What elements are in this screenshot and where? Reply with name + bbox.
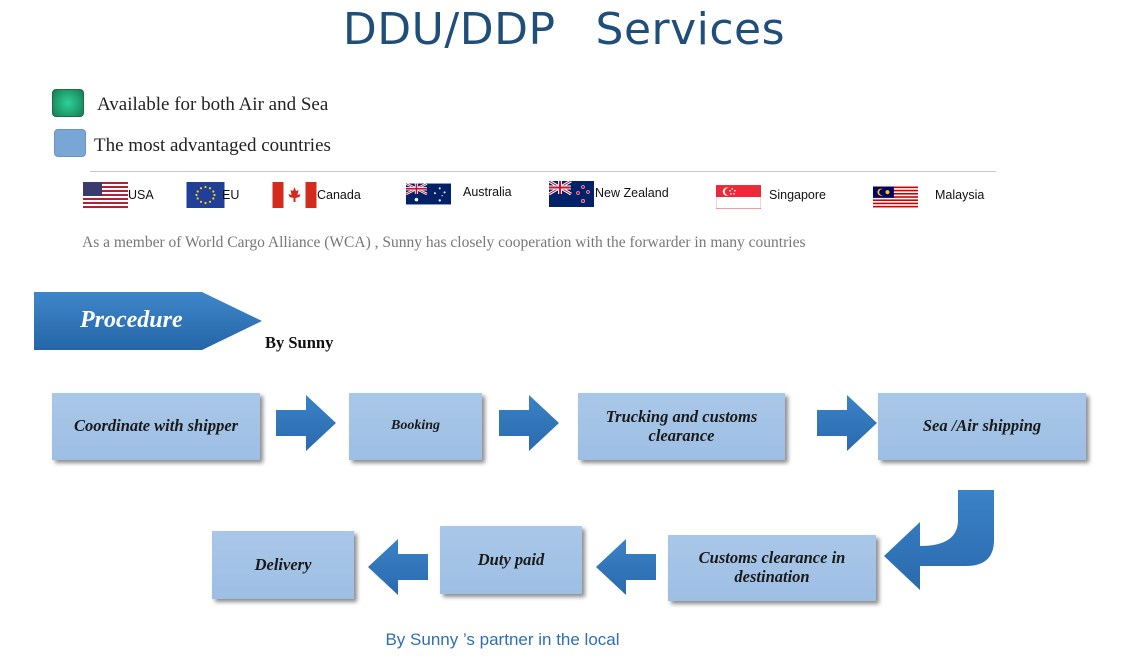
arrow-right-1: [276, 395, 336, 451]
country-label-new-zealand: New Zealand: [595, 186, 669, 200]
arrow-right-3: [817, 395, 877, 451]
step-customs-clearance-destination: Customs clearance in destination: [668, 535, 876, 601]
country-label-australia: Australia: [463, 185, 512, 199]
partner-footer: By Sunny ’s partner in the local: [385, 630, 620, 649]
malaysia-flag-icon: [873, 186, 918, 208]
step-label: Sea /Air shipping: [922, 416, 1042, 436]
country-label-malaysia: Malaysia: [935, 188, 985, 202]
step-label: Trucking and customs clearance: [605, 406, 758, 445]
legend-swatch-advantaged: [54, 129, 86, 157]
step-booking: Booking: [349, 393, 482, 460]
singapore-flag-icon: [716, 185, 761, 209]
legend-label-advantaged: The most advantaged countries: [94, 135, 331, 156]
title-part-ddu-ddp: DDU/DDP: [342, 4, 556, 55]
step-duty-paid: Duty paid: [440, 526, 582, 594]
title-part-services: Services: [595, 4, 786, 55]
legend-label-air-sea: Available for both Air and Sea: [97, 94, 329, 115]
page-title: DDU/DDP Services: [0, 4, 1128, 55]
step-trucking-customs: Trucking and customs clearance: [578, 393, 785, 460]
wca-note: As a member of World Cargo Alliance (WCA…: [82, 234, 806, 251]
country-label-eu: EU: [222, 188, 240, 202]
step-label: Duty paid: [477, 549, 545, 569]
country-label-singapore: Singapore: [769, 188, 826, 202]
procedure-banner: [34, 292, 262, 350]
step-label: Customs clearance in destination: [698, 548, 846, 586]
arrow-bent-down-left: [884, 490, 994, 590]
legend-swatch-air-sea: [52, 89, 84, 117]
australia-flag-icon: [406, 182, 451, 205]
usa-flag-icon: [83, 182, 128, 208]
step-delivery: Delivery: [212, 531, 354, 599]
step-sea-air-shipping: Sea /Air shipping: [878, 393, 1086, 460]
eu-flag-icon: [186, 182, 225, 208]
country-label-usa: USA: [128, 188, 154, 202]
step-label: Coordinate with shipper: [73, 416, 239, 436]
arrow-left-1: [596, 539, 656, 595]
arrow-left-2: [368, 539, 428, 595]
step-label: Booking: [390, 418, 440, 434]
procedure-label: Procedure: [80, 307, 183, 333]
step-coordinate-with-shipper: Coordinate with shipper: [52, 393, 260, 460]
arrow-right-2: [499, 395, 559, 451]
country-label-canada: Canada: [317, 188, 361, 202]
step-label: Delivery: [254, 554, 312, 574]
canada-flag-icon: [272, 182, 317, 208]
new-zealand-flag-icon: [549, 181, 594, 207]
divider: [90, 171, 996, 172]
by-sunny-label: By Sunny: [265, 333, 334, 352]
